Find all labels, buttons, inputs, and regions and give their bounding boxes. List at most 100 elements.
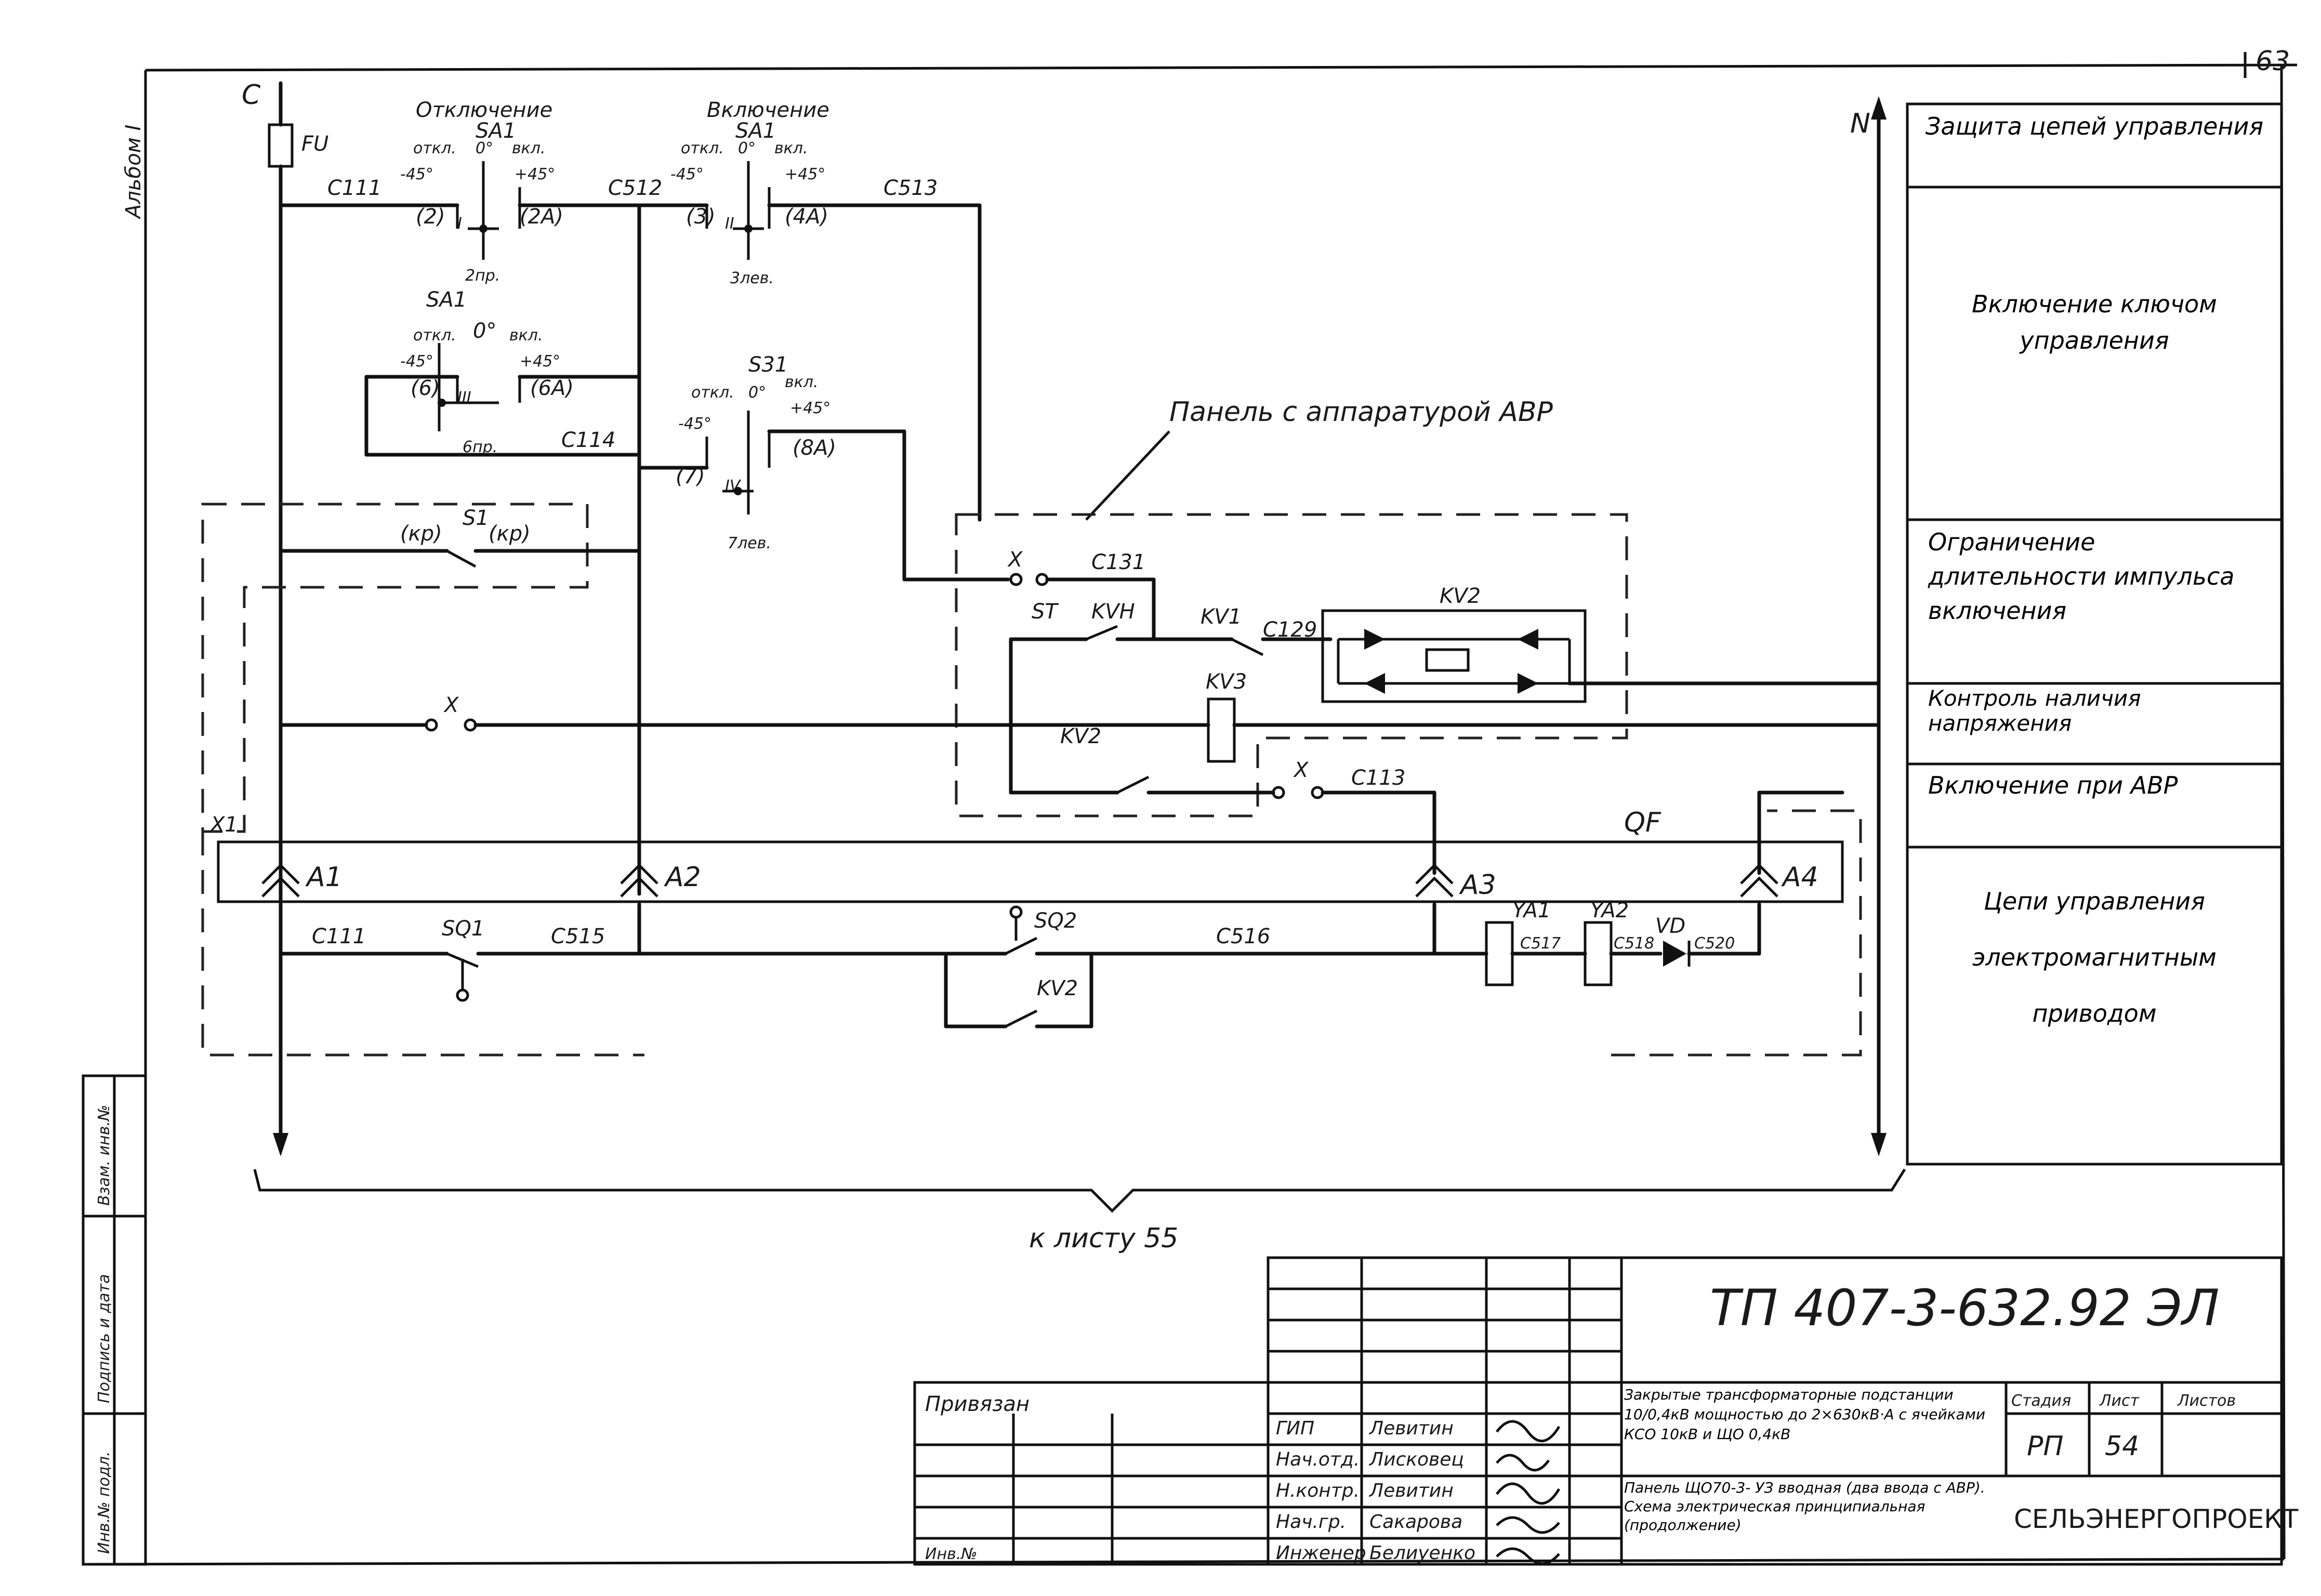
wire-label-c512: С512 — [608, 176, 662, 200]
a1-label: A1 — [305, 862, 342, 893]
album-label: Альбом I — [122, 125, 146, 220]
fuse-fu — [268, 123, 294, 168]
legend-text-0: Защита цепей управления — [1925, 112, 2264, 140]
kv2-relay-label: KV2 — [1440, 584, 1481, 608]
title-desc2: Панель ЩО70-3- УЗ вводная (два ввода с А… — [1624, 1479, 1985, 1534]
title-stage: РП — [2027, 1431, 2063, 1462]
key-off-num: I — [457, 215, 462, 233]
wire-label-c111: С111 — [327, 176, 381, 200]
key-on-minus: -45° — [670, 165, 704, 183]
wire-label-c515: С515 — [551, 925, 605, 948]
legend-cell-2: Ограничение длительности импульса включе… — [1928, 528, 2235, 625]
kv1-contact — [1231, 638, 1264, 656]
terminal-x1 — [1009, 573, 1023, 586]
key-on-contact — [705, 161, 771, 260]
a3-label: A3 — [1459, 869, 1496, 901]
legend-text-2: Ограничение длительности импульса включе… — [1928, 528, 2235, 625]
title-name-1: Лисковец — [1368, 1449, 1464, 1470]
terminal-x3 — [1272, 786, 1285, 799]
key4-right: вкл. — [785, 373, 819, 391]
key4-contact-b: (8А) — [793, 436, 836, 460]
qf-label: QF — [1624, 807, 1661, 838]
wire-label-c113: С113 — [1351, 766, 1405, 790]
panel-label: Панель с аппаратурой АВР — [1169, 397, 1553, 428]
legend-cell-1: Включение ключом управления — [1972, 290, 2217, 354]
s1-kp-a: (кр) — [400, 522, 442, 546]
key-on-title: Включение — [707, 98, 829, 122]
qf-strip — [217, 840, 1844, 903]
key3-right: вкл. — [509, 326, 543, 345]
title-role-1: Нач.отд. — [1276, 1449, 1360, 1470]
key3-contact-b: (6А) — [530, 376, 574, 400]
wire-label-c131: С131 — [1091, 550, 1145, 574]
legend-cell-4: Включение при АВР — [1928, 771, 2178, 799]
key4-contact — [637, 411, 906, 582]
key-off-pos: 2пр. — [465, 267, 500, 285]
s1-kp-b: (кр) — [489, 522, 531, 546]
title-name-4: Белиуенко — [1369, 1542, 1475, 1564]
key3-left: откл. — [413, 326, 456, 345]
key3-contact — [364, 343, 641, 457]
title-role-3: Нач.гр. — [1276, 1511, 1346, 1533]
key-off-sa: SA1 — [476, 119, 516, 143]
key-off-right: вкл. — [512, 139, 546, 157]
kv2-contact-label: KV2 — [1060, 724, 1101, 748]
key-off-title: Отключение — [416, 98, 552, 122]
key-on-num: II — [725, 215, 734, 233]
outer-dashed-box — [201, 809, 1862, 1057]
wire-label-c111b: С111 — [312, 925, 366, 948]
key-on-contact-b: (4А) — [785, 205, 828, 229]
legend-cell-3: Контроль наличия напряжения — [1928, 686, 2141, 736]
sq1-roller — [456, 988, 469, 1002]
legend-cell-5: Цепи управления электромагнитным приводо… — [1972, 887, 2217, 1027]
connector-a2 — [620, 863, 658, 898]
vd-diode — [1663, 941, 1686, 967]
st-contact — [1086, 625, 1118, 641]
key-on-right: вкл. — [774, 139, 808, 157]
legend-text-3: Контроль наличия напряжения — [1928, 686, 2141, 736]
sq2-kv2-parallel — [944, 905, 1093, 1028]
ya1-coil — [1485, 921, 1514, 986]
legend-text-4: Включение при АВР — [1928, 771, 2178, 799]
key-off-plus: +45° — [515, 165, 555, 183]
kv2-relay-box — [1321, 609, 1587, 703]
title-code: ТП 407-3-632.92 ЭЛ — [1710, 1279, 2220, 1337]
title-desc1-cell: Закрытые трансформаторные подстанции 10/… — [1624, 1386, 1986, 1443]
key-off-left: откл. — [413, 139, 456, 157]
legend-text-5: Цепи управления электромагнитным приводо… — [1972, 887, 2217, 1027]
kv3-relay — [1207, 697, 1236, 763]
kv2-contact — [1116, 775, 1150, 794]
vd-label: VD — [1655, 914, 1685, 938]
st-label: ST — [1032, 600, 1059, 624]
title-desc1: Закрытые трансформаторные подстанции 10/… — [1624, 1386, 1986, 1443]
sq2-label: SQ2 — [1034, 909, 1077, 933]
title-inv: Инв.№ — [925, 1545, 977, 1563]
kv1-label: KV1 — [1201, 605, 1242, 629]
key3-plus: +45° — [520, 352, 560, 371]
key3-mid: 0° — [473, 319, 496, 343]
legend-cell-0: Защита цепей управления — [1925, 112, 2264, 140]
title-name-2: Левитин — [1368, 1480, 1454, 1501]
key-on-left: откл. — [681, 139, 724, 157]
panel-dashed-box — [955, 513, 1628, 817]
terminal-x3-label: X — [1293, 758, 1309, 782]
supply-n-label: N — [1850, 108, 1870, 139]
page-number: 63 — [2256, 46, 2290, 77]
key-off-contact — [456, 161, 521, 260]
x1-label: X1 — [209, 813, 238, 837]
title-role-2: Н.контр. — [1276, 1480, 1360, 1501]
wire-label-c520: С520 — [1694, 934, 1735, 953]
s1-label: S1 — [463, 506, 489, 530]
ya2-label: YA2 — [1590, 899, 1629, 922]
a4-label: A4 — [1781, 862, 1818, 893]
right-bus-arrow-top — [1871, 96, 1887, 120]
title-block-grid — [913, 1256, 2283, 1566]
key-on-contact-a: (3) — [686, 205, 716, 229]
key4-plus: +45° — [790, 399, 830, 417]
title-sheet-h: Лист — [2099, 1392, 2140, 1410]
stamp-podpis: Подпись и дата — [95, 1274, 113, 1404]
title-sheet: 54 — [2105, 1431, 2139, 1462]
wire-label-c517: С517 — [1520, 934, 1561, 953]
connector-a1 — [261, 863, 300, 898]
key-off-contact-b: (2А) — [520, 205, 563, 229]
